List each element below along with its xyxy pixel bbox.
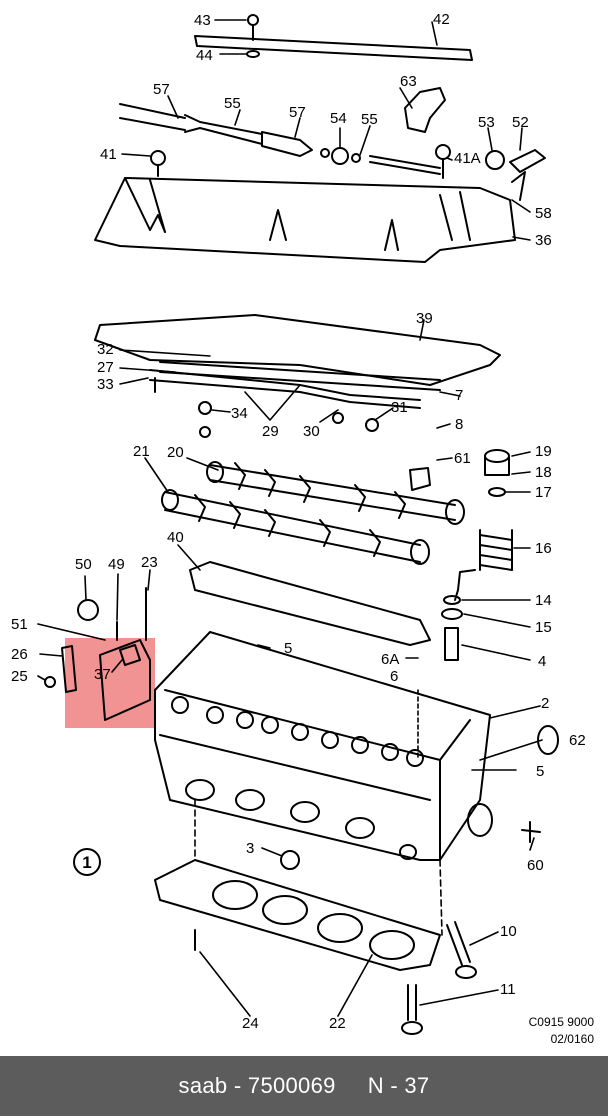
callout-41: 41 <box>100 146 117 163</box>
callout-63: 63 <box>400 73 417 90</box>
callout-54: 54 <box>330 110 347 127</box>
drawing-ref: 02/0160 <box>551 1032 595 1046</box>
callout-57: 57 <box>153 81 170 98</box>
callout-32: 32 <box>97 341 114 358</box>
callout-27: 27 <box>97 359 114 376</box>
leader-lines <box>37 19 543 1017</box>
callout-3: 3 <box>246 840 254 857</box>
callout-43: 43 <box>194 12 211 29</box>
callout-25: 25 <box>11 668 28 685</box>
callout-7: 7 <box>455 387 463 404</box>
callout-6a: 6A <box>381 651 399 668</box>
baffle-29 <box>149 369 421 438</box>
valves-10-11 <box>401 821 541 1035</box>
filler-gasket-42 <box>194 14 473 61</box>
callout-61: 61 <box>454 450 471 467</box>
callout-49: 49 <box>108 556 125 573</box>
ventilation-hose <box>119 103 441 175</box>
callout-41a: 41A <box>454 150 481 167</box>
callout-11: 11 <box>500 981 516 998</box>
callout-6: 6 <box>390 668 398 685</box>
callout-17: 17 <box>535 484 552 501</box>
cylinder-head-2 <box>154 631 559 861</box>
callout-5: 5 <box>536 763 544 780</box>
callout-19: 19 <box>535 443 552 460</box>
bracket-63 <box>404 87 446 133</box>
cover-gasket-39 <box>94 314 501 386</box>
cam-gasket-40 <box>189 561 431 646</box>
valve-cover-36 <box>94 144 546 263</box>
diagram-position: N - 37 <box>367 1073 430 1098</box>
camshafts-20-21 <box>161 461 465 565</box>
callout-52: 52 <box>512 114 529 131</box>
callout-55: 55 <box>361 111 378 128</box>
callout-37: 37 <box>94 666 111 683</box>
callout-62: 62 <box>569 732 586 749</box>
callout-22: 22 <box>329 1015 346 1032</box>
callout-53: 53 <box>478 114 495 131</box>
callout-51: 51 <box>11 616 28 633</box>
view-number-circle <box>73 848 101 876</box>
callout-4: 4 <box>538 653 546 670</box>
callout-10: 10 <box>500 923 517 940</box>
head-gasket-22 <box>154 859 441 971</box>
view-number: 1 <box>82 853 91 872</box>
callout-14: 14 <box>535 592 552 609</box>
callout-55: 55 <box>224 95 241 112</box>
callout-16: 16 <box>535 540 552 557</box>
callout-2: 2 <box>541 695 549 712</box>
callout-58: 58 <box>535 205 552 222</box>
callout-26: 26 <box>11 646 28 663</box>
bracket-37 <box>44 587 151 721</box>
callout-labels: 43 42 44 63 57 55 57 54 55 53 52 41 41A … <box>11 11 586 1032</box>
callout-20: 20 <box>167 444 184 461</box>
brand-name: saab <box>178 1073 228 1098</box>
callout-8: 8 <box>455 416 463 433</box>
callout-42: 42 <box>433 11 450 28</box>
callout-36: 36 <box>535 232 552 249</box>
callout-15: 15 <box>535 619 552 636</box>
callout-24: 24 <box>242 1015 259 1032</box>
callout-40: 40 <box>167 529 184 546</box>
drawing-code: C0915 9000 <box>529 1015 595 1029</box>
callout-29: 29 <box>262 423 279 440</box>
callout-5: 5 <box>284 640 292 657</box>
callout-34: 34 <box>231 405 248 422</box>
callout-23: 23 <box>141 554 158 571</box>
exploded-parts-diagram: 1 43 42 44 63 57 55 57 54 55 53 52 41 41… <box>11 11 595 1046</box>
callout-33: 33 <box>97 376 114 393</box>
callout-50: 50 <box>75 556 92 573</box>
part-info-bar: saab - 7500069 N - 37 <box>0 1056 608 1116</box>
highlight-part-37 <box>65 638 155 728</box>
callout-44: 44 <box>196 47 213 64</box>
callout-57: 57 <box>289 104 306 121</box>
part-number: 7500069 <box>247 1073 336 1098</box>
callout-39: 39 <box>416 310 433 327</box>
callout-18: 18 <box>535 464 552 481</box>
callout-30: 30 <box>303 423 320 440</box>
callout-60: 60 <box>527 857 544 874</box>
callout-31: 31 <box>391 399 408 416</box>
callout-21: 21 <box>133 443 150 460</box>
valve-spring-stack <box>441 449 513 661</box>
